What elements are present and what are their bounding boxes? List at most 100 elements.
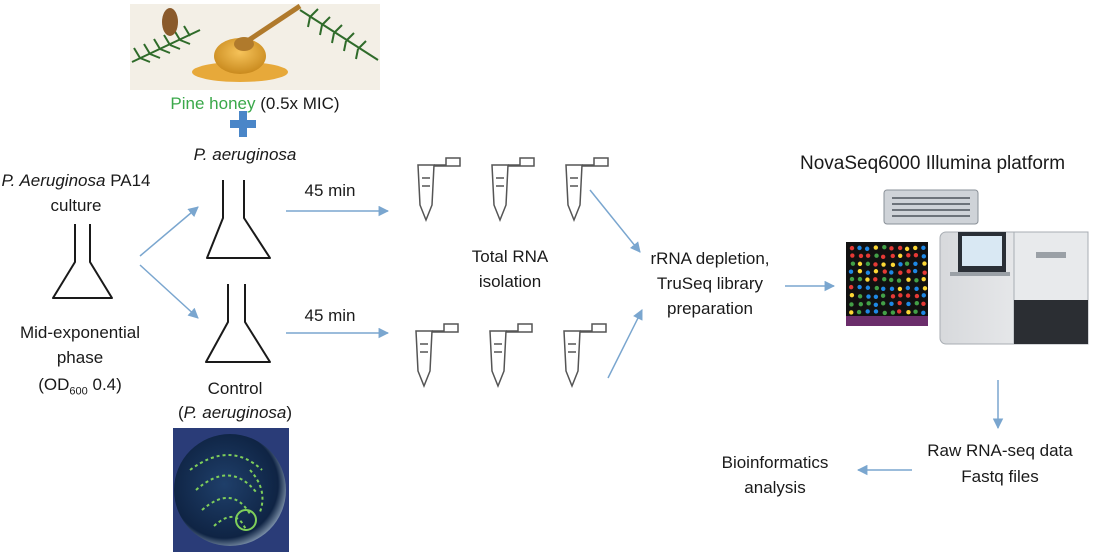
- tube-icon: [415, 323, 459, 389]
- library-prep-line1: rRNA depletion,: [650, 249, 770, 268]
- rna-isolation-line1: Total RNA: [471, 247, 549, 266]
- signal-dot: [866, 301, 871, 306]
- od-label: (OD600 0.4): [38, 375, 122, 398]
- signal-dot: [921, 276, 926, 282]
- library-prep-line2: TruSeq library: [656, 274, 764, 293]
- incubation-time-top: 45 min: [304, 181, 356, 200]
- signal-dot: [914, 286, 919, 292]
- phase-label-line1: Mid-exponential: [19, 323, 140, 342]
- bioinformatics-line2: analysis: [744, 478, 806, 497]
- treated-organism-label: P. aeruginosa: [193, 145, 297, 164]
- treatment-dose: (0.5x MIC): [260, 94, 340, 113]
- signal-dot: [850, 261, 856, 266]
- signal-dot: [913, 245, 918, 251]
- flow-cell-image: [883, 189, 979, 225]
- signal-dot: [904, 261, 910, 266]
- plus-icon: [230, 111, 256, 137]
- signal-dot: [866, 294, 871, 299]
- signal-dot: [850, 253, 855, 258]
- signal-dot: [865, 309, 870, 314]
- signal-dot: [889, 301, 894, 307]
- treated-flask-icon: [206, 180, 271, 259]
- signal-dot: [849, 276, 855, 282]
- signal-dot: [857, 261, 863, 267]
- signal-dot: [857, 245, 862, 251]
- signal-dot: [906, 309, 911, 315]
- signal-dot: [889, 246, 894, 251]
- signal-dot: [904, 246, 910, 252]
- signal-dot: [896, 278, 902, 283]
- signal-dot: [873, 309, 879, 314]
- signal-dot: [897, 286, 903, 292]
- signal-dot: [858, 253, 864, 259]
- signal-dot: [898, 270, 903, 275]
- signal-dot: [848, 284, 854, 290]
- signal-dot: [874, 253, 879, 258]
- tube-icon: [563, 323, 607, 389]
- signal-dot: [882, 244, 887, 250]
- signal-dot: [880, 301, 886, 306]
- signal-dot: [849, 292, 855, 298]
- signal-dot: [880, 254, 886, 260]
- treatment-agent: Pine honey: [170, 94, 256, 113]
- signal-dot: [889, 286, 895, 292]
- signal-dot: [914, 301, 920, 306]
- arrow-bottom-to-library: [607, 309, 643, 379]
- sequencer-title: NovaSeq6000 Illumina platform: [800, 153, 1066, 174]
- signal-dot: [890, 253, 895, 259]
- signal-dot: [865, 285, 871, 290]
- signal-dot: [921, 310, 926, 316]
- signal-dot: [906, 277, 911, 282]
- signal-dot: [890, 262, 896, 268]
- signal-dot: [882, 276, 887, 282]
- control-flask-icon: [205, 284, 271, 363]
- signal-dot: [889, 277, 894, 283]
- signal-dot: [906, 301, 911, 307]
- control-organism-label: (P. aeruginosa): [177, 403, 293, 422]
- signal-dot: [913, 252, 919, 258]
- raw-data-line2: Fastq files: [961, 467, 1039, 486]
- signal-dot: [881, 286, 886, 291]
- phase-label-line2: phase: [56, 348, 104, 367]
- signal-dot: [881, 262, 886, 267]
- tube-icon: [565, 157, 609, 223]
- signal-dot: [857, 284, 862, 290]
- signal-dot: [906, 253, 911, 258]
- arrow-to-treated: [139, 206, 199, 257]
- signal-dot: [922, 261, 927, 266]
- signal-dot: [906, 269, 911, 274]
- signal-dot: [898, 293, 903, 298]
- petri-dish-image: [173, 428, 289, 552]
- signal-dot: [874, 285, 880, 291]
- arrow-to-control: [139, 264, 199, 319]
- signal-dot: [914, 278, 919, 283]
- signal-dot: [858, 301, 864, 307]
- signal-dot: [849, 302, 854, 307]
- signal-dot: [914, 293, 920, 299]
- signal-dot: [882, 269, 887, 274]
- signal-dot: [865, 253, 871, 258]
- signal-dot: [864, 246, 870, 251]
- signal-dot: [921, 293, 926, 298]
- rna-tubes: [415, 157, 609, 389]
- signal-dot: [897, 245, 903, 251]
- sequencing-signal-image: [846, 242, 928, 326]
- signal-dot: [849, 245, 855, 251]
- signal-dot: [898, 262, 903, 267]
- signal-dot: [865, 277, 870, 282]
- tube-icon: [489, 323, 533, 389]
- signal-dot: [921, 245, 926, 251]
- signal-dot: [857, 268, 863, 274]
- signal-dot: [905, 293, 911, 298]
- signal-dot: [873, 277, 878, 282]
- signal-dot: [889, 270, 894, 275]
- signal-dot: [922, 270, 927, 275]
- signal-dot: [921, 301, 926, 306]
- bioinformatics-line1: Bioinformatics: [721, 453, 829, 472]
- signal-dot: [865, 261, 871, 267]
- signal-dot: [913, 261, 918, 266]
- signal-dot: [921, 254, 927, 259]
- signal-dot: [873, 262, 878, 267]
- control-label: Control: [207, 379, 263, 398]
